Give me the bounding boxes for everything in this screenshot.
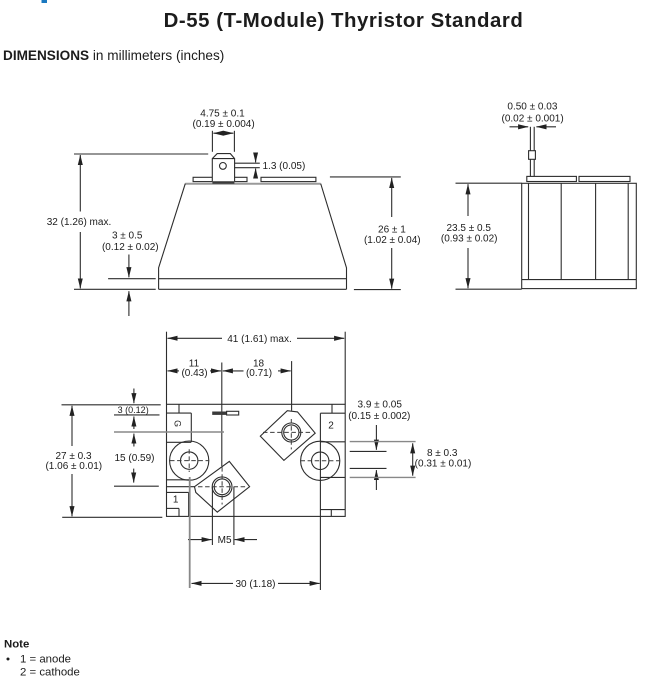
svg-text:(0.43): (0.43) [181,368,207,379]
svg-text:2: 2 [328,420,334,431]
svg-text:3 (0.12): 3 (0.12) [118,405,149,415]
svg-text:1.3 (0.05): 1.3 (0.05) [263,161,306,172]
svg-text:23.5 ± 0.5: 23.5 ± 0.5 [446,223,491,234]
svg-text:(0.19 ± 0.004): (0.19 ± 0.004) [192,119,254,130]
svg-text:(0.12 ± 0.02): (0.12 ± 0.02) [102,242,159,253]
svg-text:30 (1.18): 30 (1.18) [235,579,275,590]
svg-text:8 ± 0.3: 8 ± 0.3 [427,448,458,459]
svg-text:2 = cathode: 2 = cathode [20,667,80,679]
svg-text:(1.06 ± 0.01): (1.06 ± 0.01) [45,461,102,472]
svg-text:M5: M5 [218,535,232,546]
svg-text:3.9 ± 0.05: 3.9 ± 0.05 [357,399,402,410]
svg-text:(0.71): (0.71) [246,368,272,379]
svg-text:0.50 ± 0.03: 0.50 ± 0.03 [507,101,557,112]
svg-text:26 ± 1: 26 ± 1 [378,224,406,235]
svg-text:41 (1.61) max.: 41 (1.61) max. [227,334,291,345]
svg-text:(0.15 ± 0.002): (0.15 ± 0.002) [348,411,410,422]
svg-text:(0.93 ± 0.02): (0.93 ± 0.02) [441,234,498,245]
svg-text:11: 11 [189,359,200,370]
svg-text:3 ± 0.5: 3 ± 0.5 [112,231,143,242]
svg-text:18: 18 [253,359,265,370]
svg-text:27 ± 0.3: 27 ± 0.3 [55,451,92,462]
svg-text:•: • [6,654,10,666]
svg-text:D-55 (T-Module) Thyristor Stan: D-55 (T-Module) Thyristor Standard [164,10,524,32]
svg-text:DIMENSIONS in millimeters (inc: DIMENSIONS in millimeters (inches) [3,48,224,63]
svg-text:(0.02 ± 0.001): (0.02 ± 0.001) [501,114,563,125]
svg-text:G: G [173,420,183,427]
svg-text:1: 1 [173,495,179,506]
svg-text:(1.02 ± 0.04): (1.02 ± 0.04) [364,235,421,246]
svg-text:4.75 ± 0.1: 4.75 ± 0.1 [200,108,245,119]
svg-text:32 (1.26) max.: 32 (1.26) max. [47,217,111,228]
svg-text:(0.31 ± 0.01): (0.31 ± 0.01) [415,458,472,469]
svg-text:15 (0.59): 15 (0.59) [114,453,154,464]
svg-text:1 = anode: 1 = anode [20,654,71,666]
svg-text:Note: Note [4,639,29,651]
